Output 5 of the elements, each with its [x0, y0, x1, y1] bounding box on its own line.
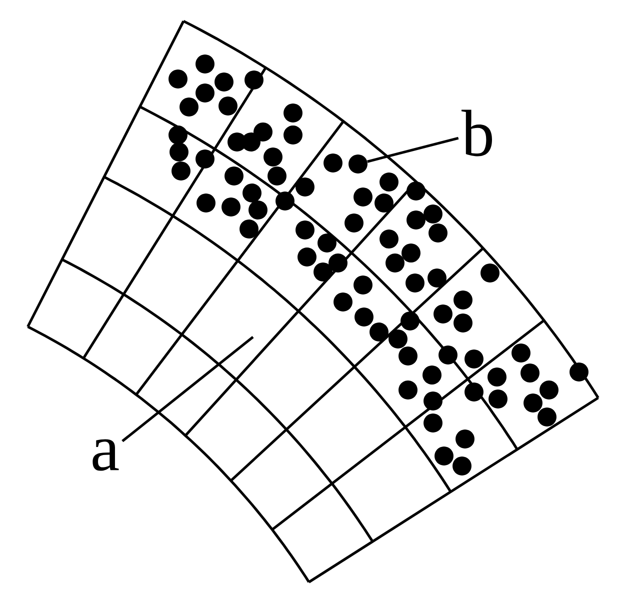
letter-label: a	[92, 439, 119, 471]
leader-line	[122, 336, 254, 442]
dot	[348, 154, 368, 174]
letter-label: b	[462, 110, 492, 156]
leader-line	[367, 136, 459, 163]
